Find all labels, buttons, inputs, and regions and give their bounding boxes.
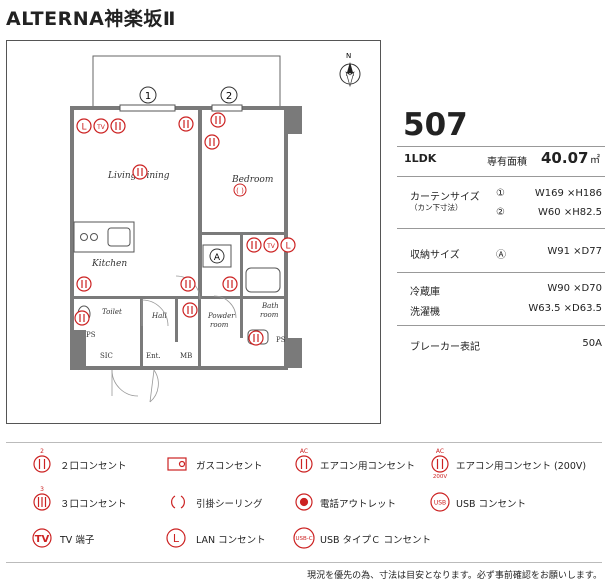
curtain-note: （カン下寸法） [410, 203, 463, 212]
usbc-symbol: USB-C [295, 536, 312, 542]
room-label-powder-2: room [210, 321, 229, 329]
compass-label: N [346, 52, 351, 60]
ac200-sub: 200V [433, 474, 447, 480]
room-label-ps-2: PS [276, 336, 286, 344]
tv-symbol: TV [35, 534, 50, 545]
room-label-bath-1: Bath [261, 302, 279, 310]
breaker-value: 50A [582, 338, 602, 349]
curtain-1-mark: ① [496, 188, 505, 199]
svg-text:( ): ( ) [236, 187, 244, 195]
legend-ac-200v: エアコン用コンセント (200V) [456, 461, 587, 472]
room-label-ent: Ent. [146, 352, 161, 360]
phone-outlet-icon [295, 493, 313, 511]
usb-c-outlet-icon [293, 527, 315, 549]
tv-terminal-icon [32, 528, 52, 548]
area-value: 40.07 [541, 149, 589, 167]
room-label-powder-1: Powder [207, 312, 235, 320]
outlet-3-icon [33, 493, 51, 511]
lan-symbol: L [173, 532, 180, 545]
gas-outlet-icon [167, 457, 187, 471]
room-label-toilet: Toilet [102, 308, 122, 316]
room-label-bath-2: room [260, 311, 279, 319]
legend-usb-c: USB タイプＣ コンセント [320, 535, 432, 546]
washer-label: 洗濯機 [410, 307, 440, 318]
outlet-symbols: L TV ( ) TV L [74, 112, 296, 346]
outlet-3-sup: 3 [40, 486, 44, 493]
legend-divider-bottom [6, 562, 602, 563]
svg-text:2: 2 [226, 91, 232, 102]
storage-label: 収納サイズ [410, 250, 460, 261]
svg-text:A: A [214, 253, 221, 263]
svg-text:L: L [81, 123, 86, 133]
legend-ac: エアコン用コンセント [320, 461, 416, 472]
curtain-1-value: W169 ×H186 [534, 188, 602, 199]
breaker-label: ブレーカー表記 [410, 342, 480, 353]
legend-outlet-2: ２口コンセント [60, 461, 127, 472]
legend-phone: 電話アウトレット [320, 499, 397, 510]
legend-ceiling: 引掛シーリング [196, 499, 263, 510]
usb-outlet-icon [430, 492, 450, 512]
curtain-2-mark: ② [496, 207, 505, 218]
room-label-hall: Hall [151, 312, 167, 320]
legend-symbols: 2 AC AC 200V 3 USB TV L USB-C [32, 448, 450, 549]
svg-text:TV: TV [266, 243, 276, 250]
curtain-label: カーテンサイズ [410, 192, 480, 203]
usb-symbol: USB [434, 500, 446, 507]
fridge-label: 冷蔵庫 [410, 287, 440, 298]
svg-text:L: L [285, 242, 290, 252]
bathtub [245, 267, 281, 293]
storage-mark: Ⓐ [496, 250, 506, 261]
lan-outlet-icon [166, 528, 186, 548]
legend-lan: LAN コンセント [196, 535, 266, 546]
ac-outlet-icon [295, 455, 313, 473]
legend-tv: TV 端子 [60, 535, 95, 546]
room-label-kitchen: Kitchen [91, 259, 127, 269]
room-label-mb: MB [180, 352, 192, 360]
ac200-sup: AC [436, 448, 444, 455]
divider [397, 146, 605, 147]
ac-200v-outlet-icon [431, 455, 449, 473]
storage-marker: A [202, 244, 232, 268]
room-label-ps-1: PS [86, 331, 96, 339]
footer-note: 現況を優先の為、寸法は目安となります。必ず事前確認をお願いします。 [307, 571, 602, 581]
balcony [92, 55, 281, 109]
legend-gas: ガスコンセント [196, 461, 263, 472]
kitchen-counter [73, 221, 135, 253]
divider [397, 272, 605, 273]
layout-type: 1LDK [404, 152, 437, 165]
legend-divider-top [6, 442, 602, 443]
windows [119, 104, 243, 112]
storage-value: W91 ×D77 [547, 246, 602, 257]
compass-icon: N [339, 52, 361, 88]
area-unit: ㎡ [590, 155, 600, 166]
door-swings [111, 275, 237, 403]
outlet-2-icon [33, 455, 51, 473]
divider [397, 325, 605, 326]
window-markers: 1 2 [139, 86, 238, 104]
divider [397, 228, 605, 229]
floor-plan-frame [6, 40, 381, 424]
ac-sup: AC [300, 448, 308, 455]
curtain-2-value: W60 ×H82.5 [538, 207, 602, 218]
outlet-2-sup: 2 [40, 448, 44, 455]
floor-plan: N 1 2 [70, 52, 361, 403]
fridge-value: W90 ×D70 [547, 283, 602, 294]
building-title: ALTERNA神楽坂Ⅱ [6, 8, 176, 30]
ceiling-hook-icon [171, 495, 185, 509]
door-leaves [111, 300, 155, 403]
room-number: 507 [403, 107, 468, 143]
area-label: 専有面積 [487, 157, 527, 168]
legend-usb: USB コンセント [456, 499, 527, 510]
room-label-bedroom: Bedroom [231, 175, 273, 185]
svg-text:1: 1 [145, 91, 151, 102]
room-label-sic: SIC [100, 352, 113, 360]
washer-value: W63.5 ×D63.5 [528, 303, 602, 314]
legend-outlet-3: ３口コンセント [60, 499, 127, 510]
divider [397, 176, 605, 177]
walls [70, 106, 302, 370]
svg-text:TV: TV [96, 124, 106, 131]
